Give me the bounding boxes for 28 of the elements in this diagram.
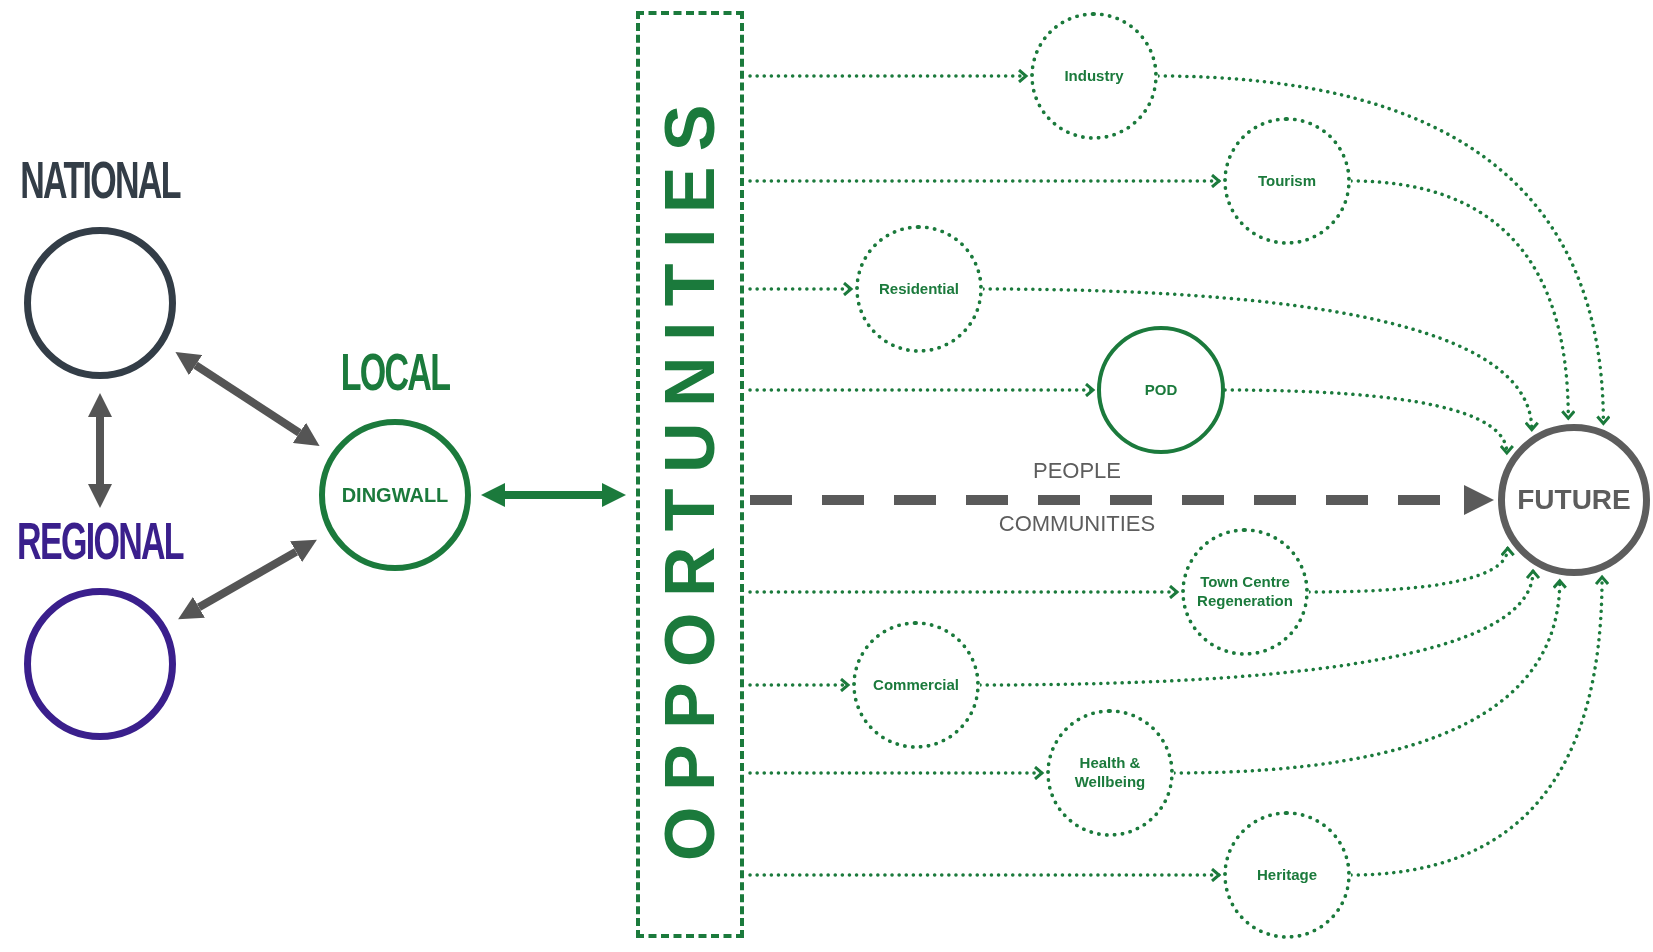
arrow xyxy=(88,393,112,508)
node-label: DINGWALL xyxy=(341,485,449,505)
heading: REGIONAL xyxy=(17,515,183,567)
node-label: Heritage xyxy=(1256,865,1318,885)
dotted-arrow xyxy=(748,677,850,693)
dotted-arrow xyxy=(748,765,1044,781)
node-label: Tourism xyxy=(1256,171,1318,191)
dotted-arrow xyxy=(748,867,1221,883)
arrow xyxy=(175,352,320,446)
dotted-arrow xyxy=(748,281,853,297)
node-label: FUTURE xyxy=(1517,486,1631,514)
node-label: Commercial xyxy=(872,675,960,695)
dashed-frame xyxy=(636,11,744,938)
heading: LOCAL xyxy=(340,346,450,398)
arrow xyxy=(178,539,317,620)
dotted-arrow xyxy=(748,173,1221,189)
node-label: Town Centre Regeneration xyxy=(1196,573,1294,611)
node-label: POD xyxy=(1143,380,1179,400)
arrow xyxy=(750,485,1494,515)
dotted-arrow xyxy=(748,584,1179,600)
vertical-title: OPPORTUNITIES xyxy=(655,88,725,861)
node-label: Health & Wellbeing xyxy=(1073,754,1147,792)
node-label: Residential xyxy=(878,279,960,299)
dotted-arrow xyxy=(748,68,1028,84)
heading: NATIONAL xyxy=(20,154,180,206)
arrow xyxy=(481,483,626,507)
node-label: Industry xyxy=(1063,66,1125,86)
dotted-arrow xyxy=(748,382,1095,398)
